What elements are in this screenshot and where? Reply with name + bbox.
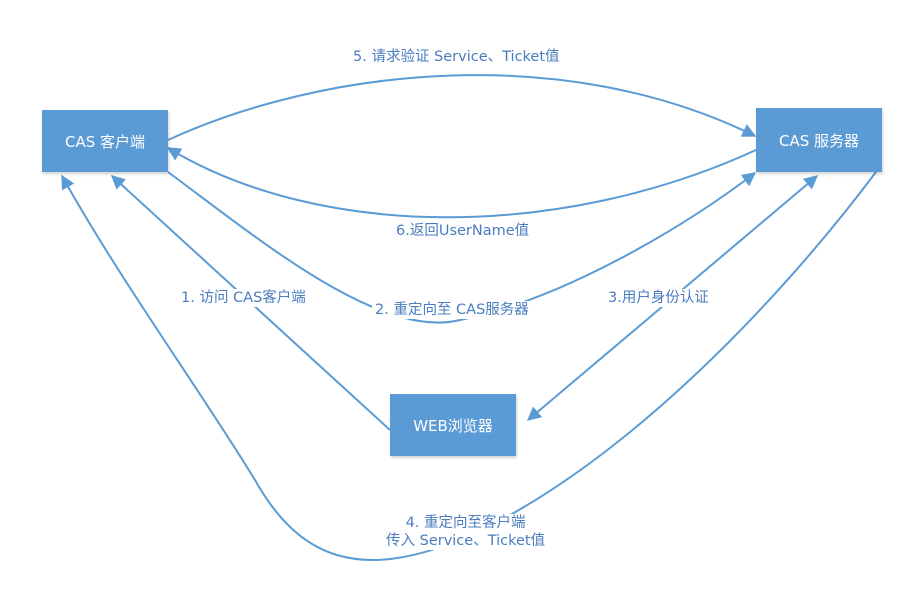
edge-step4-label: 4. 重定向至客户端 传入 Service、Ticket值 — [383, 514, 549, 550]
cas-client-node: CAS 客户端 — [42, 110, 168, 172]
edge-step4-label-line2: 传入 Service、Ticket值 — [386, 533, 546, 549]
edge-step3-label: 3.用户身份认证 — [605, 289, 712, 307]
edge-step6-label: 6.返回UserName值 — [393, 222, 533, 240]
edge-step4-label-line1: 4. 重定向至客户端 — [405, 515, 526, 531]
edge-step4-arrow — [61, 171, 877, 561]
edge-step2-label: 2. 重定向至 CAS服务器 — [372, 301, 532, 319]
edge-step1-label: 1. 访问 CAS客户端 — [178, 289, 309, 307]
edge-step5-arrow — [167, 74, 757, 141]
edge-step6-arrow — [166, 147, 757, 219]
edge-step5-label: 5. 请求验证 Service、Ticket值 — [350, 48, 563, 66]
web-browser-node: WEB浏览器 — [390, 394, 516, 456]
cas-server-node: CAS 服务器 — [756, 108, 882, 172]
